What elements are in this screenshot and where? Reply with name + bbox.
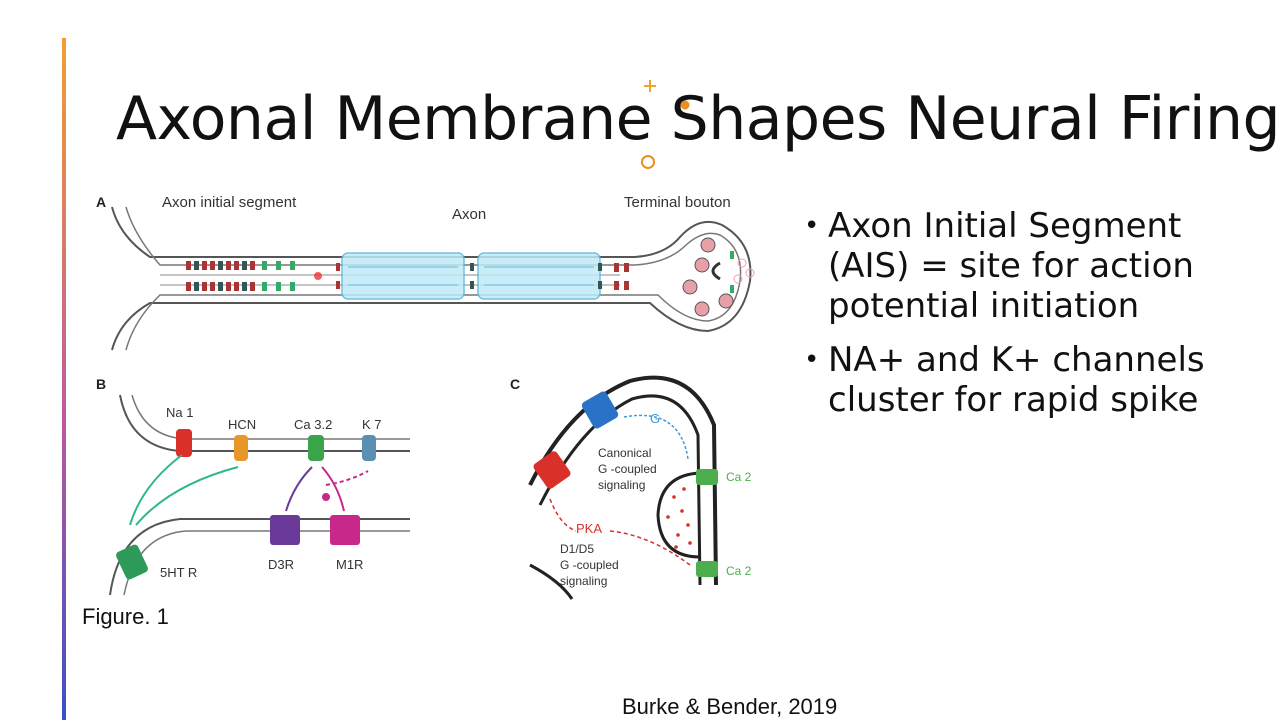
label-canonical-1: Canonical (598, 446, 651, 460)
cav-bottom-icon (696, 561, 718, 577)
ht-receptor-icon (116, 544, 148, 580)
label-d3r: D3R (268, 557, 294, 572)
convergence-dot (322, 493, 330, 501)
cav-channel-icon (308, 435, 324, 461)
bullet-list: • Axon Initial Segment (AIS) = site for … (800, 206, 1260, 434)
label-canonical-3: signaling (598, 478, 645, 492)
gpcr-red-icon (533, 451, 571, 489)
sparkle-decoration (641, 80, 690, 169)
d3r-to-cav-arrow (285, 466, 313, 512)
label-m1r: M1R (336, 557, 363, 572)
myelin-sheath-2 (477, 252, 601, 300)
label-kv: K 7 (362, 417, 382, 432)
citation: Burke & Bender, 2019 (622, 694, 838, 719)
label-nav: Na 1 (166, 405, 193, 420)
g-protein-arrow (623, 414, 689, 460)
bullet-item: • Axon Initial Segment (AIS) = site for … (800, 206, 1260, 326)
label-g-protein: G (650, 411, 660, 426)
panel-b: B Na 1 HCN Ca 3.2 K 7 5HT R D3R M1R (96, 376, 410, 596)
slide-title: Axonal Membrane Shapes Neural Firing (116, 84, 1280, 155)
myelin-sheath-1 (341, 252, 465, 300)
axon-membrane-outer (111, 206, 752, 351)
dot-sparkle-icon (680, 100, 690, 110)
ring-sparkle-icon (641, 155, 655, 169)
label-pka: PKA (576, 521, 602, 536)
axon-membrane-inner (125, 206, 742, 351)
ht-to-nav-arrow (129, 454, 183, 526)
panel-c-lower-curve (529, 563, 574, 600)
bullet-text: Axon Initial Segment (AIS) = site for ac… (828, 206, 1194, 326)
panel-a: A Axon initial segment Axon Terminal bou… (96, 194, 755, 351)
label-cav-top: Ca 2 (726, 470, 752, 484)
panel-b-membrane-bottom-inner (123, 530, 410, 596)
label-d1d5-1: D1/D5 (560, 542, 594, 556)
panel-c-letter: C (510, 376, 520, 392)
bullet-dot-icon: • (804, 211, 820, 241)
label-axon: Axon (452, 206, 486, 223)
label-ais: Axon initial segment (162, 194, 297, 211)
bullet-text: NA+ and K+ channels cluster for rapid sp… (828, 340, 1205, 420)
accent-line (62, 38, 66, 720)
panel-a-letter: A (96, 194, 106, 210)
m1r-receptor-icon (330, 515, 360, 545)
label-d1d5-3: signaling (560, 574, 607, 588)
label-ht: 5HT R (160, 565, 197, 580)
nav-channel-icon (176, 429, 192, 457)
label-cav-bottom: Ca 2 (726, 564, 752, 578)
panel-c-membrane-outer (528, 375, 718, 586)
bullet-item: • NA+ and K+ channels cluster for rapid … (800, 340, 1260, 420)
panel-b-membrane-bottom (109, 518, 410, 596)
ais-channels (186, 261, 629, 291)
panel-c: C G Canonical G -coupled signaling PKA D… (510, 375, 752, 600)
gpcr-blue-icon (581, 391, 619, 429)
d3r-receptor-icon (270, 515, 300, 545)
label-d1d5-2: G -coupled (560, 558, 619, 572)
figure-caption: Figure. 1 (82, 604, 169, 629)
plus-sparkle-icon (644, 80, 656, 92)
panel-c-bouton-loop (656, 471, 701, 559)
label-hcn: HCN (228, 417, 256, 432)
pka-arrow (549, 498, 691, 566)
m1r-to-cav-arrow (321, 466, 345, 512)
bullet-dot-icon: • (804, 345, 820, 375)
bouton-vesicles (682, 237, 755, 317)
figure-diagram: A Axon initial segment Axon Terminal bou… (96, 194, 755, 600)
label-cav: Ca 3.2 (294, 417, 332, 432)
release-dots (666, 487, 692, 549)
m1r-to-kv-arrow (325, 470, 369, 486)
label-terminal-bouton: Terminal bouton (624, 194, 731, 211)
label-canonical-2: G -coupled (598, 462, 657, 476)
cav-top-icon (696, 469, 718, 485)
kv-channel-icon (362, 435, 376, 461)
ht-to-hcn-arrow (135, 466, 239, 526)
hcn-channel-icon (234, 435, 248, 461)
panel-b-letter: B (96, 376, 106, 392)
